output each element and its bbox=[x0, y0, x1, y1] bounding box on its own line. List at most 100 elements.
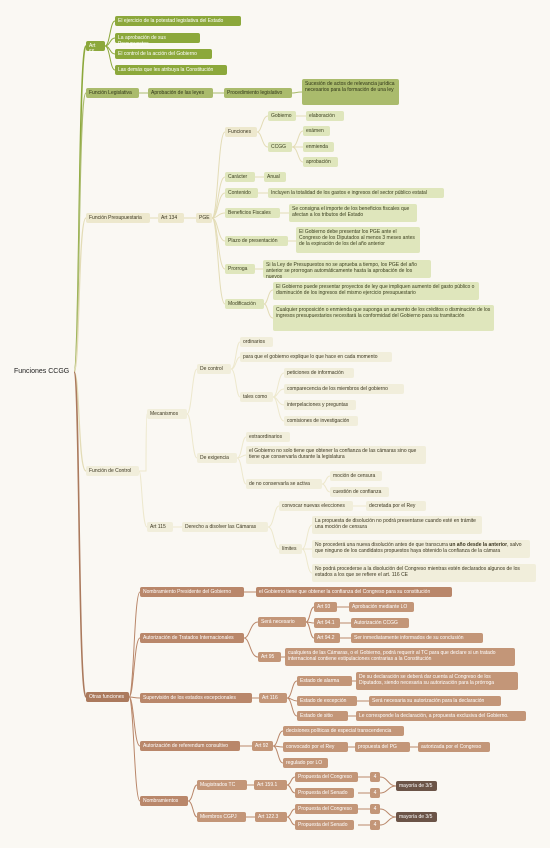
estado-alarma-node[interactable]: Estado de alarma bbox=[297, 676, 352, 686]
sucesion-actos-node[interactable]: Sucesión de actos de relevancia jurídica… bbox=[302, 79, 399, 105]
cgpj-senado-count[interactable]: 4 bbox=[370, 820, 380, 830]
art94-1-node[interactable]: Art 94.1 bbox=[314, 618, 340, 628]
limite-2-node[interactable]: No procederá una nueva disolución antes … bbox=[312, 540, 530, 558]
sera-necesario-node[interactable]: Será necesario bbox=[258, 617, 306, 627]
estado-alarma-text-node[interactable]: De su declaración se deberá dar cuenta a… bbox=[356, 672, 518, 690]
gobierno-node[interactable]: Gobierno bbox=[268, 111, 296, 121]
art66-item-2[interactable]: La aprobación de sus Presupuestos bbox=[115, 33, 200, 47]
art95-text-node[interactable]: cualquiera de las Cámaras, o el Gobierno… bbox=[285, 648, 515, 666]
tales-item-1[interactable]: peticiones de información bbox=[284, 368, 354, 378]
beneficios-fiscales-node[interactable]: Beneficios Fiscales bbox=[225, 208, 280, 218]
art134-node[interactable]: Art 134 bbox=[158, 213, 184, 223]
cgpj-propuesta-senado-node[interactable]: Propuesta del Senado bbox=[295, 820, 354, 830]
tc-senado-count[interactable]: 4 bbox=[370, 788, 380, 798]
art66-item-1[interactable]: El ejercicio de la potestad legislativa … bbox=[115, 16, 241, 26]
root-node[interactable]: Funciones CCGG bbox=[14, 368, 70, 375]
nombramiento-presidente-node[interactable]: Nombramiento Presidente del Gobierno bbox=[140, 587, 244, 597]
art66-item-4[interactable]: Las demás que les atribuya la Constituci… bbox=[115, 65, 227, 75]
modificacion-node[interactable]: Modificación bbox=[225, 299, 264, 309]
decretada-rey-node[interactable]: decretada por el Rey bbox=[366, 501, 426, 511]
art116-node[interactable]: Art 116 bbox=[259, 693, 287, 703]
ccgg-node[interactable]: CCGG bbox=[268, 142, 292, 152]
supervision-estados-node[interactable]: Supervisión de los estados excepcionales bbox=[140, 693, 252, 703]
para-que-node[interactable]: para que el gobierno explique lo que hac… bbox=[240, 352, 392, 362]
otras-funciones-node[interactable]: Otras funciones bbox=[86, 692, 129, 702]
limite-3-node[interactable]: No podrá procederse a la disolución del … bbox=[312, 564, 536, 582]
aprobacion-leyes-node[interactable]: Aprobación de las leyes bbox=[148, 88, 213, 98]
tc-mayoria-node[interactable]: mayoría de 3/5 bbox=[396, 781, 437, 791]
tales-item-4[interactable]: comisiones de investigación bbox=[284, 416, 358, 426]
art95-node[interactable]: Art 95 bbox=[258, 652, 281, 662]
autorizacion-tratados-node[interactable]: Autorización de Tratados Internacionales bbox=[140, 633, 244, 643]
nombramiento-text-node[interactable]: el Gobierno tiene que obtener la confian… bbox=[256, 587, 452, 597]
funcion-presupuestaria-node[interactable]: Función Presupuestaria bbox=[86, 213, 150, 223]
cuestion-confianza-node[interactable]: cuestión de confianza bbox=[330, 487, 389, 497]
funcion-legislativa-node[interactable]: Función Legislativa bbox=[86, 88, 139, 98]
tales-item-2[interactable]: comparecencia de los miembros del gobier… bbox=[284, 384, 404, 394]
tc-congreso-count[interactable]: 4 bbox=[370, 772, 380, 782]
modificacion-text-1[interactable]: El Gobierno puede presentar proyectos de… bbox=[273, 282, 479, 300]
art66-item-3[interactable]: El control de la acción del Gobierno bbox=[115, 49, 212, 59]
prorroga-node[interactable]: Prorroga bbox=[225, 264, 255, 274]
aprobacion-node[interactable]: aprobación bbox=[303, 157, 338, 167]
beneficios-text-node[interactable]: Se consigna el importe de los beneficios… bbox=[289, 204, 417, 222]
art94-1-text-node[interactable]: Autorización CCGG bbox=[351, 618, 409, 628]
contenido-node[interactable]: Contenido bbox=[225, 188, 258, 198]
elaboracion-node[interactable]: elaboración bbox=[306, 111, 344, 121]
no-conservarla-node[interactable]: de no conservarla se activa bbox=[246, 479, 322, 489]
ordinarios-node[interactable]: ordinarios bbox=[240, 337, 273, 347]
propuesta-pg-node[interactable]: propuesta del PG bbox=[355, 742, 410, 752]
art93-node[interactable]: Art 93 bbox=[314, 602, 337, 612]
miembros-cgpj-node[interactable]: Miembros CGPJ bbox=[197, 812, 246, 822]
art94-2-text-node[interactable]: Ser inmediatamente informados de su conc… bbox=[351, 633, 483, 643]
modificacion-text-2[interactable]: Cualquier proposición o enmienda que sup… bbox=[273, 305, 494, 331]
procedimiento-legislativo-node[interactable]: Procedimiento legislativo bbox=[224, 88, 292, 98]
plazo-presentacion-node[interactable]: Plazo de presentación bbox=[225, 236, 288, 246]
art94-2-node[interactable]: Art 94.2 bbox=[314, 633, 340, 643]
cgpj-congreso-count[interactable]: 4 bbox=[370, 804, 380, 814]
art122-node[interactable]: Art 122.3 bbox=[255, 812, 287, 822]
magistrados-tc-node[interactable]: Magistrados TC bbox=[197, 780, 247, 790]
extraordinarios-node[interactable]: extraordinarios bbox=[246, 432, 290, 442]
tc-propuesta-senado-node[interactable]: Propuesta del Senado bbox=[295, 788, 354, 798]
estado-excepcion-node[interactable]: Estado de excepción bbox=[297, 696, 357, 706]
de-control-node[interactable]: De control bbox=[197, 364, 231, 374]
pge-node[interactable]: PGE bbox=[196, 213, 212, 223]
enmienda-node[interactable]: enmienda bbox=[303, 142, 334, 152]
funcion-control-node[interactable]: Función de Control bbox=[86, 466, 139, 476]
limite-1-node[interactable]: La propuesta de disolución no podrá pres… bbox=[312, 516, 482, 534]
estado-sitio-text-node[interactable]: Le corresponde la declaración, a propues… bbox=[356, 711, 526, 721]
art93-text-node[interactable]: Aprobación mediante LO bbox=[349, 602, 414, 612]
tales-como-node[interactable]: tales como bbox=[240, 392, 273, 402]
convocar-elecciones-node[interactable]: convocar nuevas elecciones bbox=[279, 501, 353, 511]
plazo-text-node[interactable]: El Gobierno debe presentar los PGE ante … bbox=[296, 227, 420, 253]
derecho-disolver-node[interactable]: Derecho a disolver las Cámaras bbox=[182, 522, 268, 532]
decisiones-politicas-node[interactable]: decisiones políticas de especial transce… bbox=[283, 726, 404, 736]
art115-node[interactable]: Art 115 bbox=[147, 522, 173, 532]
art159-node[interactable]: Art 159.1 bbox=[254, 780, 287, 790]
tales-item-3[interactable]: interpelaciones y preguntas bbox=[284, 400, 356, 410]
nombramientos-node[interactable]: Nombramientos bbox=[140, 796, 188, 806]
prorroga-text-node[interactable]: Si la Ley de Presupuestos no se aprueba … bbox=[263, 260, 431, 280]
cgpj-propuesta-congreso-node[interactable]: Propuesta del Congreso bbox=[295, 804, 358, 814]
exigencia-text-node[interactable]: el Gobierno no solo tiene que obtener la… bbox=[246, 446, 426, 464]
mocion-censura-node[interactable]: moción de censura bbox=[330, 471, 382, 481]
art92-node[interactable]: Art 92 bbox=[252, 741, 273, 751]
cgpj-mayoria-node[interactable]: mayoría de 3/5 bbox=[396, 812, 437, 822]
anual-node[interactable]: Anual bbox=[264, 172, 286, 182]
convocado-rey-node[interactable]: convocado por el Rey bbox=[283, 742, 348, 752]
estado-sitio-node[interactable]: Estado de sitio bbox=[297, 711, 348, 721]
caracter-node[interactable]: Carácter bbox=[225, 172, 255, 182]
estado-excepcion-text-node[interactable]: Será necesaria su autorización para la d… bbox=[369, 696, 501, 706]
contenido-text-node[interactable]: Incluyen la totalidad de los gastos e in… bbox=[268, 188, 444, 198]
regulado-lo-node[interactable]: regulado por LO bbox=[283, 758, 328, 768]
autorizacion-referendum-node[interactable]: Autorización de referendum consultivo bbox=[140, 741, 240, 751]
examen-node[interactable]: exámen bbox=[303, 126, 330, 136]
limites-node[interactable]: límites bbox=[279, 544, 302, 554]
tc-propuesta-congreso-node[interactable]: Propuesta del Congreso bbox=[295, 772, 358, 782]
art66-node[interactable]: Art 66 bbox=[86, 41, 105, 55]
de-exigencia-node[interactable]: De exigencia bbox=[197, 453, 237, 463]
autorizada-congreso-node[interactable]: autorizada por el Congreso bbox=[418, 742, 490, 752]
funciones-node[interactable]: Funciones bbox=[225, 127, 257, 137]
mecanismos-node[interactable]: Mecanismos bbox=[147, 409, 187, 419]
